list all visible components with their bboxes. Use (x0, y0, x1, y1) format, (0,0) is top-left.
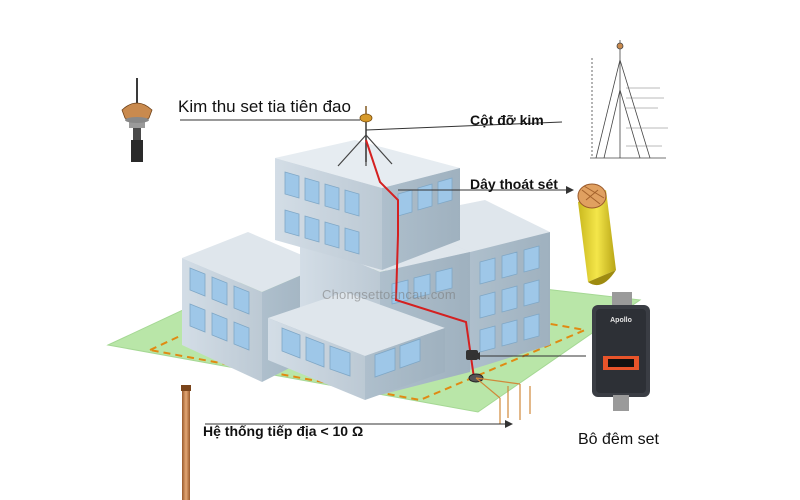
counter-brand: Apollo (610, 317, 632, 324)
watermark: Chongsettoancau.com (322, 287, 456, 302)
building-front (268, 292, 445, 400)
leader-grounding-arrow (505, 420, 513, 428)
rooftop-air-terminal (337, 106, 393, 167)
mast-inset-drawing (590, 40, 668, 159)
ground-electrodes (475, 377, 531, 424)
label-down-conductor: Dây thoát sét (470, 176, 558, 192)
cable-photo (577, 183, 616, 286)
building-left-wing (182, 232, 325, 382)
label-grounding-system: Hệ thống tiếp địa < 10 Ω (203, 423, 364, 439)
down-conductor-line (365, 139, 475, 379)
ground-rod-photo (181, 385, 191, 500)
leader-mast (365, 121, 563, 131)
leader-conductor-arrow (566, 186, 574, 194)
building-tower (275, 140, 460, 270)
lightning-counter-photo: Apollo (592, 292, 650, 411)
air-terminal-photo (121, 78, 153, 162)
label-mast: Cột đỡ kim (470, 112, 544, 128)
label-lightning-counter: Bô đêm set (578, 431, 659, 448)
leader-counter-arrow (472, 352, 480, 360)
label-air-terminal: Kim thu set tia tiên đao (178, 97, 351, 116)
